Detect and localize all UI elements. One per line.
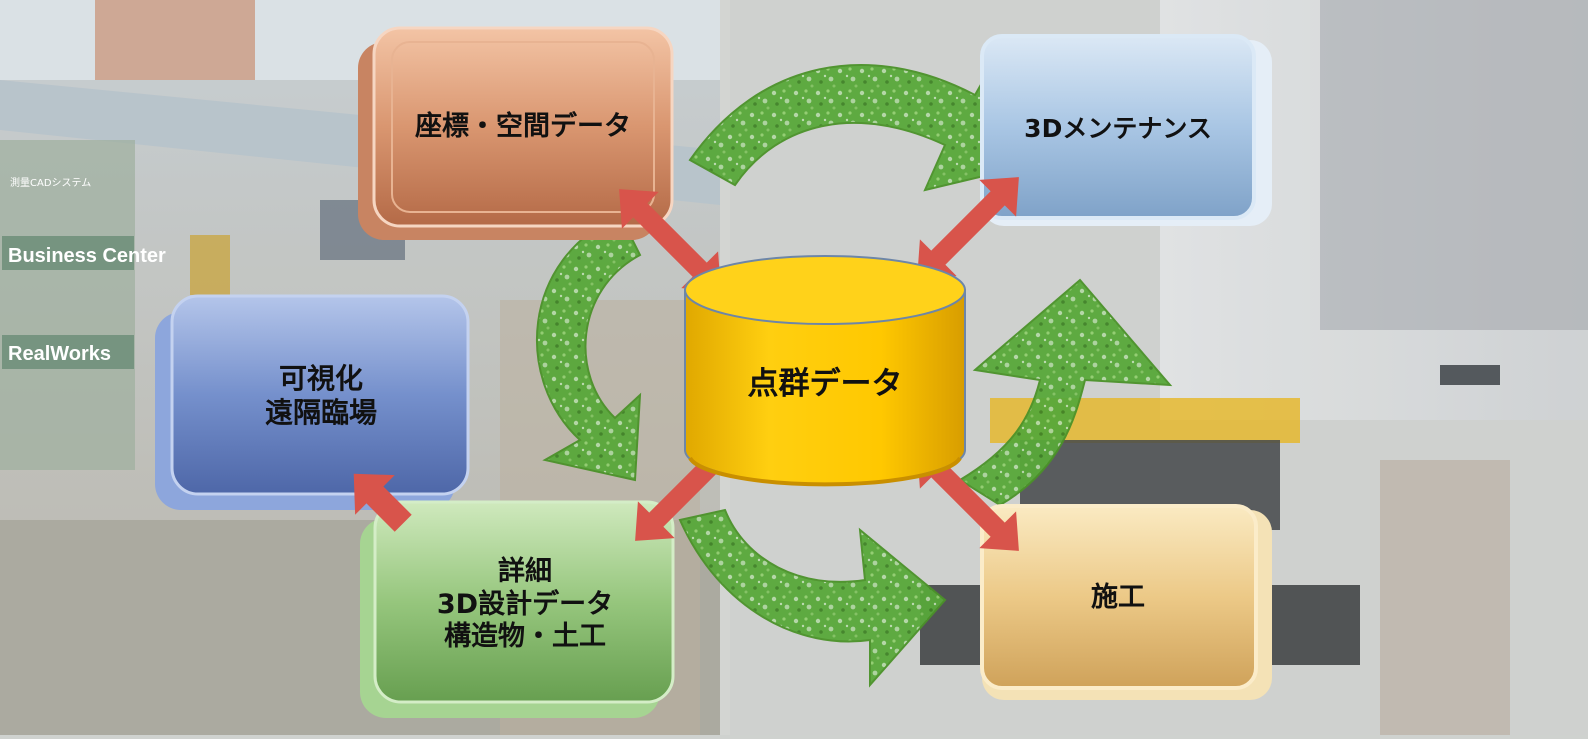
green-arrow-right	[958, 278, 1173, 507]
center-cylinder	[684, 255, 966, 487]
red-arrow-center-constr	[917, 449, 1019, 551]
box-design-3d	[360, 500, 675, 718]
red-arrow-center-maint	[917, 177, 1019, 279]
red-arrow-center-coord	[619, 189, 721, 291]
green-arrow-bottom	[678, 508, 947, 688]
sign-realworks: RealWorks	[8, 343, 111, 365]
sign-business-center: Business Center	[8, 245, 166, 267]
box-coord-3d	[358, 26, 674, 240]
green-arrow-left	[536, 213, 642, 482]
red-arrow-design-to-vis	[353, 473, 412, 532]
box-constr-3d	[980, 504, 1272, 700]
box-vis-3d	[155, 294, 470, 510]
box-maint-3d	[980, 34, 1272, 226]
sign-cad-system: 測量CADシステム	[10, 176, 91, 189]
